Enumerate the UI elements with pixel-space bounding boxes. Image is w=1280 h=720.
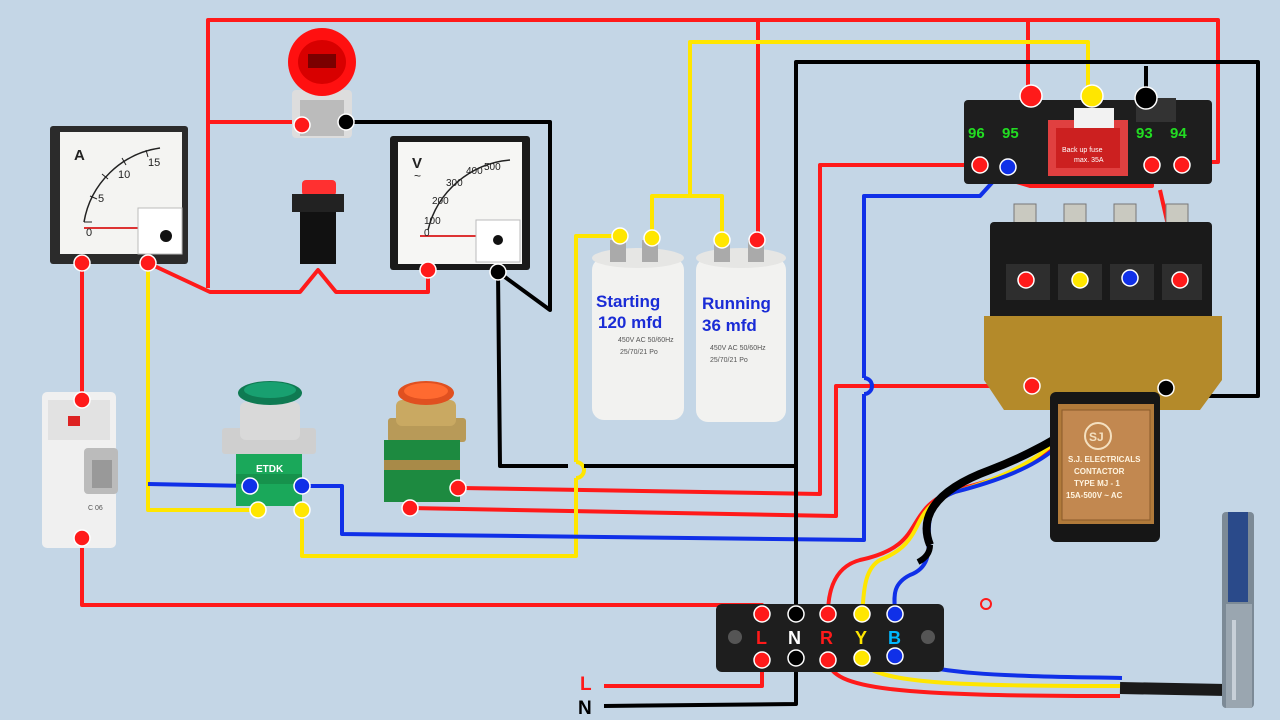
- relay-terminal-95: 95: [1002, 125, 1019, 142]
- svg-text:450V AC 50/60Hz: 450V AC 50/60Hz: [618, 337, 674, 344]
- contactor-maker: S.J. ELECTRICALS: [1068, 455, 1141, 464]
- voltmeter-scale-100: 100: [424, 216, 441, 227]
- contactor: SJ S.J. ELECTRICALS CONTACTOR TYPE MJ - …: [984, 203, 1222, 542]
- connection-dots: [73, 84, 1191, 669]
- mcb-rating: C 06: [88, 505, 103, 512]
- voltmeter-scale-200: 200: [432, 196, 449, 207]
- mcb: C 06: [42, 392, 118, 548]
- voltmeter-scale-300: 300: [446, 178, 463, 189]
- voltmeter-tilde: ~: [414, 169, 421, 183]
- voltmeter-scale-0: 0: [424, 228, 430, 239]
- fuse-label-1: Back up fuse: [1062, 147, 1103, 154]
- terminal-label-Y: Y: [855, 628, 867, 648]
- indicator-lamp: [288, 28, 356, 138]
- submersible-pump: [1222, 512, 1254, 708]
- contactor-title: CONTACTOR: [1074, 467, 1125, 476]
- terminal-label-L: L: [756, 628, 767, 648]
- motor-cable: [1119, 682, 1227, 696]
- voltmeter: V ~ 0 100 200 300 400 500: [390, 136, 530, 270]
- cursor-marker: [980, 598, 992, 610]
- svg-text:450V AC 50/60Hz: 450V AC 50/60Hz: [710, 345, 766, 352]
- ammeter-unit: A: [74, 147, 85, 164]
- black-wires: [346, 60, 1260, 708]
- ammeter-scale-5: 5: [98, 193, 104, 205]
- ammeter-scale-10: 10: [118, 169, 130, 181]
- terminal-label-B: B: [888, 628, 901, 648]
- ammeter-scale-15: 15: [148, 157, 160, 169]
- supply-line-label: L: [580, 674, 592, 695]
- start-push-button: ETDK: [222, 381, 316, 506]
- svg-text:25/70/21 Po: 25/70/21 Po: [710, 357, 748, 364]
- terminal-label-R: R: [820, 628, 833, 648]
- starting-capacitor-label: Starting: [596, 292, 660, 311]
- contactor-rating: 15A-500V ~ AC: [1066, 491, 1123, 500]
- ammeter-scale-0: 0: [86, 227, 92, 239]
- running-capacitor: 450V AC 50/60Hz 25/70/21 Po: [696, 240, 786, 422]
- ammeter: A 0 5 10 15: [50, 126, 188, 264]
- starting-capacitor-value: 120 mfd: [598, 313, 662, 332]
- voltmeter-scale-400: 400: [466, 166, 483, 177]
- svg-text:25/70/21 Po: 25/70/21 Po: [620, 349, 658, 356]
- supply-neutral-label: N: [578, 698, 592, 719]
- contactor-type: TYPE MJ - 1: [1074, 479, 1120, 488]
- small-push-button: [292, 180, 344, 264]
- push-button-brand: ETDK: [256, 464, 284, 475]
- fuse-label-2: max. 35A: [1074, 157, 1104, 164]
- running-capacitor-label: Running: [702, 294, 771, 313]
- running-capacitor-value: 36 mfd: [702, 316, 757, 335]
- relay-terminal-93: 93: [1136, 125, 1153, 142]
- relay-terminal-94: 94: [1170, 125, 1187, 142]
- contactor-brand: SJ: [1089, 430, 1104, 444]
- stop-push-button: [384, 381, 466, 502]
- voltmeter-unit: V: [412, 155, 422, 172]
- relay-terminal-96: 96: [968, 125, 985, 142]
- voltmeter-scale-500: 500: [484, 162, 501, 173]
- terminal-label-N: N: [788, 628, 801, 648]
